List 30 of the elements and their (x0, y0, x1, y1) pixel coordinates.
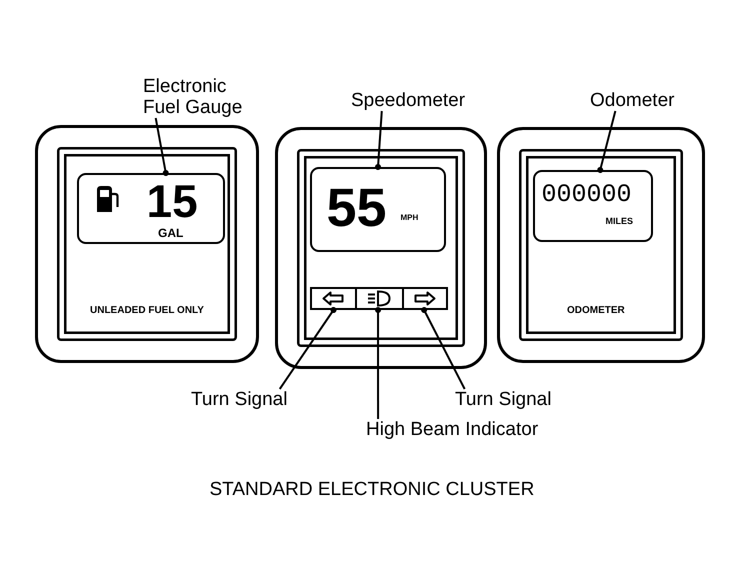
leader-line (597, 110, 616, 173)
caption: STANDARD ELECTRONIC CLUSTER (210, 479, 534, 501)
leader-line (375, 110, 383, 170)
panel-label: UNLEADED FUEL ONLY (90, 306, 204, 316)
gauge-bezel (35, 125, 259, 363)
callout-label: High Beam Indicator (366, 419, 538, 440)
callout-label: Turn Signal (191, 389, 288, 410)
gauge-bezel (275, 127, 487, 369)
unit-label: MILES (606, 216, 634, 226)
indicator-lamp (355, 287, 404, 310)
callout-label: Speedometer (351, 90, 466, 111)
indicator-lamp (402, 287, 448, 310)
lcd-display (310, 167, 446, 252)
leader-line (375, 307, 382, 419)
digital-readout: 55 (326, 180, 387, 234)
lcd-display (533, 170, 653, 242)
leader-line (421, 307, 466, 390)
digital-readout: 000000 (542, 182, 632, 206)
leader-line (154, 118, 169, 176)
panel-label: ODOMETER (567, 306, 625, 316)
unit-label: GAL (158, 226, 184, 238)
callout-label: Turn Signal (455, 389, 552, 410)
unit-label: MPH (400, 214, 418, 222)
gauge-bezel (497, 127, 705, 363)
lcd-display (77, 173, 225, 244)
digital-readout: 15 (146, 178, 198, 224)
leader-line (278, 307, 336, 390)
callout-label: Electronic Fuel Gauge (143, 76, 249, 118)
indicator-lamp (310, 287, 357, 310)
callout-label: Odometer (590, 90, 674, 111)
